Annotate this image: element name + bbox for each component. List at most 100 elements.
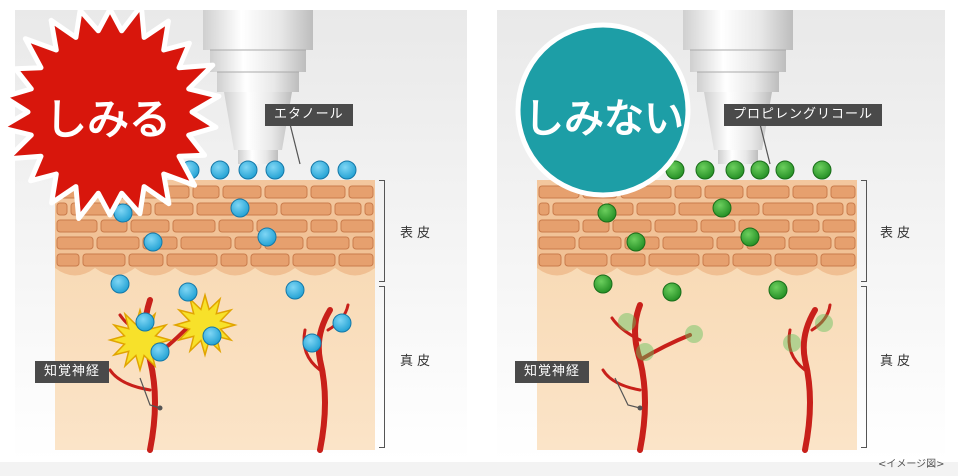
ethanol-molecule	[150, 342, 170, 362]
pg-molecule	[626, 232, 646, 252]
sting-label: しみる	[45, 95, 172, 144]
skin-cell	[334, 202, 362, 216]
skin-cell	[538, 236, 576, 250]
skin-cell	[306, 236, 350, 250]
ethanol-molecule	[135, 312, 155, 332]
skin-cell	[154, 202, 194, 216]
nerve-pointer-dot	[157, 405, 163, 411]
pg-molecule	[775, 160, 795, 180]
skin-cell	[348, 185, 374, 199]
skin-cell	[732, 253, 772, 267]
skin-cell	[56, 253, 80, 267]
image-caption: <イメージ図>	[878, 459, 945, 470]
skin-cell	[280, 202, 332, 216]
pg-molecule-faded	[636, 343, 654, 361]
pain-burst-icon	[107, 292, 238, 373]
ethanol-molecule	[285, 280, 305, 300]
skin-cell	[292, 253, 336, 267]
skin-cell	[340, 219, 374, 233]
left-epidermis-label: 表皮	[400, 226, 435, 241]
propylene-glycol-molecules	[593, 160, 833, 361]
skin-cell	[96, 236, 140, 250]
right-epidermis-label: 表皮	[880, 226, 915, 241]
skin-cell	[648, 253, 700, 267]
skin-cell	[578, 236, 622, 250]
skin-cell	[762, 202, 814, 216]
ethanol-molecule	[257, 227, 277, 247]
pg-molecule-faded	[815, 314, 833, 332]
right-nerves	[601, 302, 832, 453]
skin-cell	[792, 219, 820, 233]
skin-cell	[654, 219, 698, 233]
ethanol-molecule	[178, 282, 198, 302]
skin-cell	[172, 219, 216, 233]
skin-cell	[610, 253, 646, 267]
skin-cell	[846, 202, 856, 216]
skin-cell	[82, 253, 126, 267]
skin-cell	[834, 236, 856, 250]
skin-cell	[716, 236, 744, 250]
skin-cell	[674, 185, 702, 199]
pg-molecule-faded	[783, 334, 801, 352]
nerve-pointer-dot	[637, 405, 643, 411]
pg-molecule	[662, 282, 682, 302]
ethanol-molecule	[143, 232, 163, 252]
skin-cell	[582, 219, 610, 233]
skin-cell	[538, 202, 550, 216]
skin-cell	[100, 219, 128, 233]
left-nerve-tag: 知覚神経	[35, 361, 110, 383]
leader-lines	[139, 123, 771, 409]
ethanol-molecules	[110, 160, 357, 362]
pg-molecule	[695, 160, 715, 180]
skin-cell	[180, 236, 232, 250]
skin-cell	[352, 236, 374, 250]
pg-molecule	[740, 227, 760, 247]
ethanol-tag: エタノール	[265, 104, 353, 126]
ethanol-molecule	[202, 326, 222, 346]
bottom-band	[0, 462, 958, 476]
pg-molecule	[812, 160, 832, 180]
skin-cell	[792, 185, 828, 199]
pg-molecule	[597, 203, 617, 223]
ethanol-molecule	[210, 160, 230, 180]
skin-cell	[310, 219, 338, 233]
skin-cell	[234, 236, 262, 250]
skin-cell	[128, 253, 164, 267]
skin-cell	[820, 253, 856, 267]
ethanol-molecule	[310, 160, 330, 180]
left-skin	[55, 180, 375, 450]
right-dermis-bracket	[861, 286, 867, 448]
skin-cell	[192, 185, 220, 199]
skin-cell	[220, 253, 248, 267]
skin-cell	[264, 185, 308, 199]
skin-cell	[612, 219, 652, 233]
skin-cell	[662, 236, 714, 250]
skin-cell	[774, 253, 818, 267]
right-cell-layer	[538, 185, 856, 267]
skin-cell	[56, 219, 98, 233]
skin-cell	[310, 185, 346, 199]
ethanol-molecule	[332, 313, 352, 333]
pg-molecule	[725, 160, 745, 180]
skin-cell	[816, 202, 844, 216]
skin-cell	[702, 253, 730, 267]
skin-cell	[538, 253, 562, 267]
pg-molecule-faded	[618, 313, 636, 331]
pg-molecule	[593, 274, 613, 294]
skin-cell	[538, 219, 580, 233]
right-nerve-tag: 知覚神経	[515, 361, 590, 383]
skin-cell	[700, 219, 736, 233]
skin-cell	[56, 236, 94, 250]
skin-cell	[166, 253, 218, 267]
skin-cell	[250, 253, 290, 267]
ethanol-molecule	[238, 160, 258, 180]
sting-starburst-icon	[0, 3, 222, 221]
skin-cell	[636, 202, 676, 216]
ethanol-molecule	[113, 203, 133, 223]
right-epidermis-bracket	[861, 180, 867, 282]
propylene-glycol-tag: プロピレングリコール	[724, 104, 883, 126]
no-sting-label: しみない	[524, 96, 684, 142]
ethanol-molecule	[302, 333, 322, 353]
left-dermis-bracket	[379, 286, 385, 448]
